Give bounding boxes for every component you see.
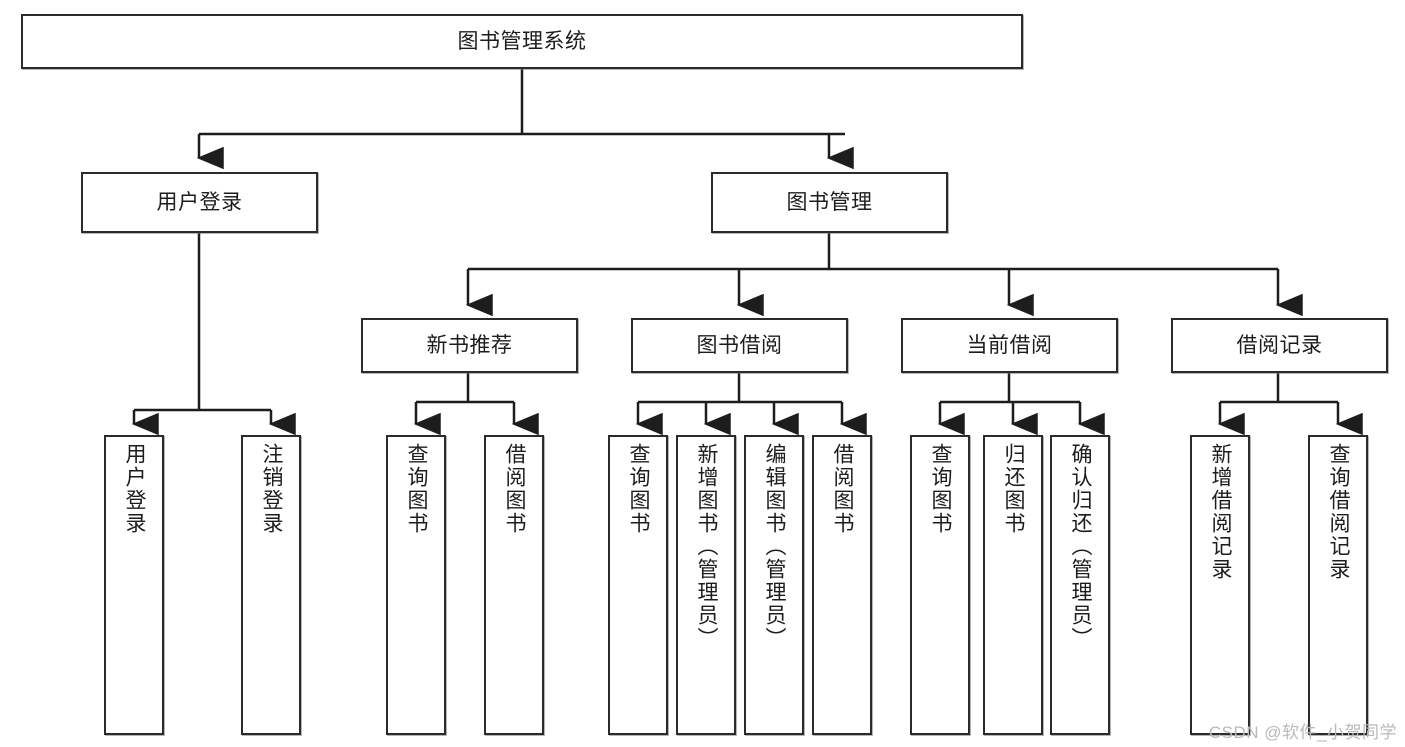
node-leaf-query-book-rec[interactable]: 查询图书 [386,435,446,735]
node-leaf-query-borrow-record[interactable]: 查询借阅记录 [1308,435,1368,735]
node-book-borrow[interactable]: 图书借阅 [631,318,848,373]
node-leaf-query-book-borrow-label: 查询图书 [627,443,651,535]
node-book-management-label: 图书管理 [786,190,873,214]
node-leaf-query-book-current[interactable]: 查询图书 [910,435,970,735]
node-user-login-label: 用户登录 [156,190,243,214]
node-leaf-borrow-book[interactable]: 借阅图书 [812,435,872,735]
node-new-book-recommend[interactable]: 新书推荐 [361,318,578,373]
node-root-label: 图书管理系统 [457,29,587,53]
node-leaf-add-book-admin[interactable]: 新增图书（管理员） [676,435,736,735]
node-leaf-borrow-book-rec-label: 借阅图书 [503,443,527,535]
node-leaf-edit-book-admin[interactable]: 编辑图书（管理员） [744,435,804,735]
node-leaf-borrow-book-label: 借阅图书 [831,443,855,535]
node-leaf-logout[interactable]: 注销登录 [241,435,301,735]
node-borrow-record[interactable]: 借阅记录 [1171,318,1388,373]
node-borrow-record-label: 借阅记录 [1236,333,1323,357]
node-leaf-query-book-current-label: 查询图书 [929,443,953,535]
node-leaf-user-login-label: 用户登录 [123,443,147,535]
node-leaf-add-book-admin-label: 新增图书（管理员） [695,443,719,650]
node-leaf-confirm-return-admin-label: 确认归还（管理员） [1069,443,1093,650]
node-root[interactable]: 图书管理系统 [21,14,1023,69]
node-leaf-add-borrow-record-label: 新增借阅记录 [1209,443,1233,581]
node-leaf-borrow-book-rec[interactable]: 借阅图书 [484,435,544,735]
node-leaf-return-book[interactable]: 归还图书 [983,435,1043,735]
node-new-book-recommend-label: 新书推荐 [426,333,513,357]
node-leaf-user-login[interactable]: 用户登录 [104,435,164,735]
node-book-management[interactable]: 图书管理 [711,172,948,233]
node-leaf-query-book-rec-label: 查询图书 [405,443,429,535]
node-leaf-return-book-label: 归还图书 [1002,443,1026,535]
node-leaf-add-borrow-record[interactable]: 新增借阅记录 [1190,435,1250,735]
node-leaf-query-borrow-record-label: 查询借阅记录 [1327,443,1351,581]
node-book-borrow-label: 图书借阅 [696,333,783,357]
watermark: CSDN @软件_小贺同学 [1208,723,1397,742]
node-leaf-edit-book-admin-label: 编辑图书（管理员） [763,443,787,650]
node-current-borrow[interactable]: 当前借阅 [901,318,1118,373]
node-user-login[interactable]: 用户登录 [81,172,318,233]
node-current-borrow-label: 当前借阅 [966,333,1053,357]
node-leaf-logout-label: 注销登录 [260,443,284,535]
node-leaf-query-book-borrow[interactable]: 查询图书 [608,435,668,735]
node-leaf-confirm-return-admin[interactable]: 确认归还（管理员） [1050,435,1110,735]
